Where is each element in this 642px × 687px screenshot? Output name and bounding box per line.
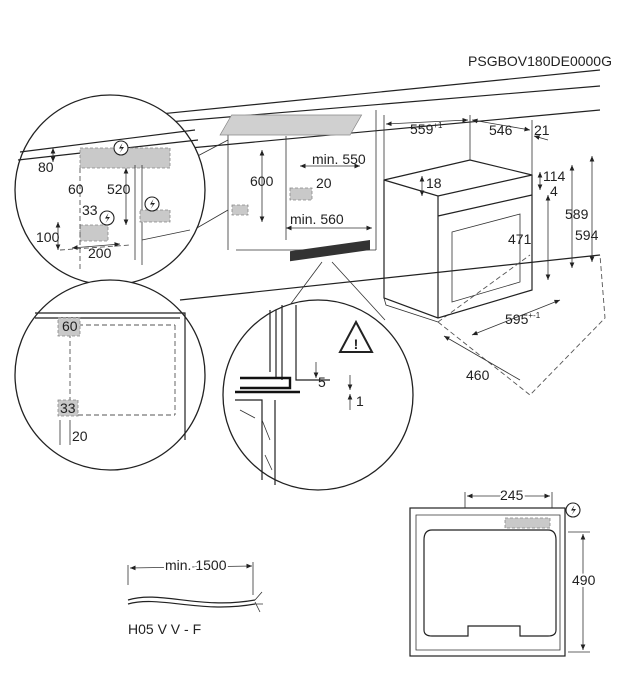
dim-471: 471 [508, 231, 532, 247]
dim-559: 559+1 [410, 121, 443, 137]
cable-length: min. 1500 [165, 557, 227, 573]
detail-circle-gap: ! 5 1 [222, 299, 414, 491]
dim-245: 245 [500, 487, 524, 503]
cable-drawing: min. 1500 H05 V V - F [127, 555, 263, 637]
dim-490: 490 [572, 572, 596, 588]
dim-594: 594 [575, 227, 599, 243]
dim-18: 18 [426, 175, 442, 191]
electric-icon [144, 196, 160, 212]
oven-rear-view: 245 490 [409, 485, 598, 657]
dim-5: 5 [318, 374, 326, 390]
dim-4: 4 [550, 183, 558, 199]
electric-icon [99, 210, 115, 226]
oven-drawing: 559+1 546 21 18 114 4 471 589 594 595+-1… [383, 115, 606, 396]
dim-595: 595+-1 [505, 311, 541, 327]
electric-icon [565, 502, 581, 518]
detail-circle-side-clearance: 60 33 20 [14, 279, 206, 471]
dim-100: 100 [36, 229, 60, 245]
dim-200: 200 [88, 245, 112, 261]
dim-min-550: min. 550 [312, 151, 366, 167]
dim-60: 60 [68, 181, 84, 197]
dim-114: 114 [543, 168, 566, 184]
warning-icon: ! [338, 319, 374, 353]
dim-33: 33 [82, 202, 98, 218]
cable-type: H05 V V - F [128, 621, 201, 637]
dim-33-side: 33 [60, 400, 76, 416]
dim-520: 520 [107, 181, 131, 197]
dim-600: 600 [250, 173, 274, 189]
dim-1: 1 [356, 393, 364, 409]
dim-60-side: 60 [62, 318, 78, 334]
dim-460: 460 [466, 367, 490, 383]
svg-text:!: ! [354, 336, 359, 352]
dim-546: 546 [489, 122, 513, 138]
dim-589: 589 [565, 206, 589, 222]
dim-min-560: min. 560 [290, 211, 344, 227]
cabinet-drawing: 600 min. 550 20 min. 560 [119, 69, 601, 301]
electric-icon [113, 140, 129, 156]
model-code: PSGBOV180DE0000G [468, 53, 612, 69]
dim-20: 20 [316, 175, 332, 191]
dim-20-side: 20 [72, 428, 88, 444]
dim-80: 80 [38, 159, 54, 175]
detail-circle-connection: 80 60 520 33 100 200 [14, 94, 206, 286]
dim-21: 21 [534, 122, 550, 138]
